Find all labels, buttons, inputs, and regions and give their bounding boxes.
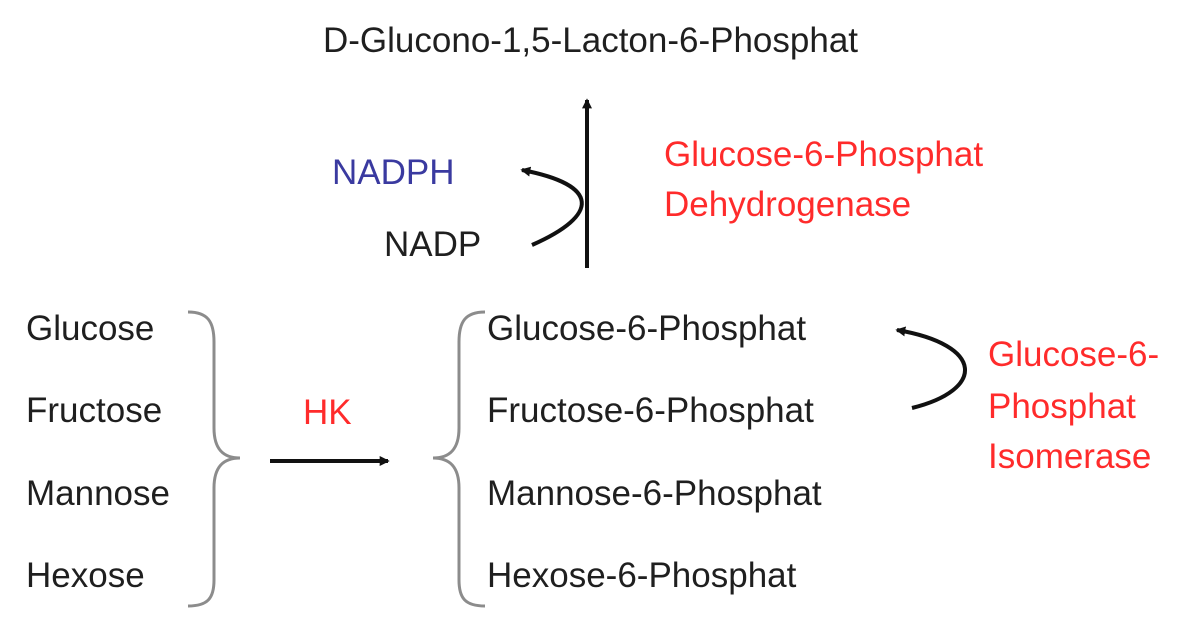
- isomerase-label-line1: Glucose-6-: [988, 335, 1160, 374]
- isomerase-label-line2: Phosphat: [988, 387, 1136, 426]
- product-label: D-Glucono-1,5-Lacton-6-Phosphat: [323, 21, 859, 60]
- hexose-item: Glucose: [26, 309, 155, 348]
- hexose-item: Hexose: [26, 556, 145, 595]
- phosphate-item: Mannose-6-Phosphat: [487, 474, 822, 513]
- nadph-label: NADPH: [332, 153, 455, 192]
- hexose-item: Fructose: [26, 391, 163, 430]
- g6pdh-label-line2: Dehydrogenase: [664, 185, 912, 224]
- isomerase-curved-arrow: [895, 326, 967, 410]
- hexoses-closing-brace: [187, 310, 241, 608]
- phosphate-item: Fructose-6-Phosphat: [487, 391, 814, 430]
- nadp-label: NADP: [384, 225, 482, 264]
- phosphates-opening-brace: [432, 310, 486, 608]
- isomerase-label-line3: Isomerase: [988, 437, 1152, 476]
- hk-label: HK: [303, 393, 352, 432]
- g6pdh-label-line1: Glucose-6-Phosphat: [664, 135, 984, 174]
- phosphate-item: Glucose-6-Phosphat: [487, 309, 807, 348]
- hexose-item: Mannose: [26, 474, 170, 513]
- nadp-nadph-curved-arrow: [520, 166, 584, 247]
- phosphate-item: Hexose-6-Phosphat: [487, 556, 797, 595]
